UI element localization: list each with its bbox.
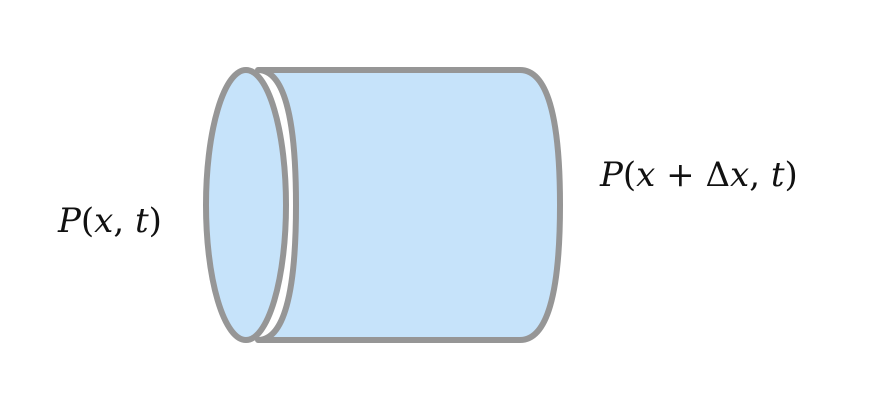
label-left-pressure: P(x, t) bbox=[58, 201, 162, 241]
cylinder-body bbox=[255, 67, 563, 343]
label-right-pressure: P(x + Δx, t) bbox=[600, 155, 798, 195]
cylinder-left-cap bbox=[203, 67, 289, 343]
